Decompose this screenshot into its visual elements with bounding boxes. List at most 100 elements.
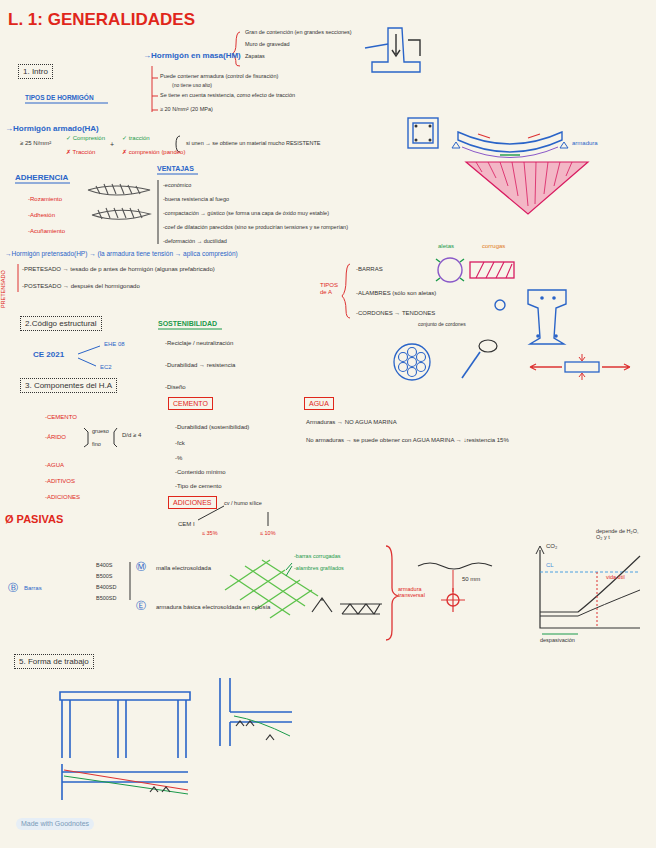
section-box: ADICIONES bbox=[168, 496, 217, 509]
note-text: + bbox=[110, 141, 114, 149]
note-text: No armaduras → se puede obtener con AGUA… bbox=[306, 437, 509, 444]
box-text: AGUA bbox=[309, 400, 329, 407]
note-text: -ADICIONES bbox=[45, 494, 80, 501]
note-text: -CORDONES → TENDONES bbox=[356, 310, 435, 317]
note-text: EC2 bbox=[100, 364, 112, 371]
note-text: Zapatas bbox=[245, 53, 265, 59]
note-text: armadura transversal bbox=[398, 586, 446, 599]
note-text: -ÁRIDO bbox=[45, 434, 66, 441]
note-text: B400SD bbox=[96, 584, 117, 590]
note-text: armadura bbox=[572, 140, 598, 147]
note-text: CE 2021 bbox=[33, 350, 64, 359]
note-text: -BARRAS bbox=[356, 266, 383, 273]
box-text: 5. Forma de trabajo bbox=[19, 657, 89, 666]
note-text: CL bbox=[546, 562, 554, 569]
note-text: EHE 08 bbox=[104, 341, 125, 348]
section-box: 3. Componentes del H.A bbox=[20, 378, 117, 393]
note-text: -económico bbox=[163, 182, 191, 188]
note-text: Se tiene en cuenta resistencia, como efe… bbox=[160, 92, 295, 98]
note-text: Made with Goodnotes bbox=[16, 818, 94, 830]
note-text: -Acuñamiento bbox=[28, 228, 65, 235]
note-text: Muro de gravedad bbox=[245, 41, 290, 47]
note-text: -ALAMBRES (sólo son aletas) bbox=[356, 290, 436, 297]
note-text: cv / humo sílice bbox=[224, 500, 262, 506]
note-text: →Hormigón pretensado(HP) → (la armadura … bbox=[5, 250, 238, 257]
box-text: 3. Componentes del H.A bbox=[25, 381, 112, 390]
note-text: ✓ tracción bbox=[122, 135, 150, 142]
section-box: AGUA bbox=[304, 397, 334, 410]
note-text: conjunto de cordones bbox=[418, 322, 466, 328]
box-text: 2.Código estructural bbox=[25, 319, 97, 328]
note-text: -compactación → gústico (se forma una ca… bbox=[163, 210, 329, 216]
note-text: (no tiene uso alto) bbox=[172, 83, 212, 89]
note-text: -POSTESADO → después del hormigonado bbox=[22, 283, 140, 290]
note-text: →Hormigón armado(HA) bbox=[5, 124, 99, 133]
note-text: -deformación → ductilidad bbox=[163, 238, 227, 244]
note-text: ≤ 10% bbox=[260, 530, 276, 536]
note-text: -CEMENTO bbox=[45, 414, 77, 421]
note-text: malla electrosoldada bbox=[156, 565, 211, 572]
section-box: 2.Código estructural bbox=[20, 316, 102, 331]
note-text: TIPOS DE HORMIGÓN bbox=[25, 94, 94, 101]
note-text: Puede contener armadura (control de fisu… bbox=[160, 73, 278, 79]
section-box: 1. Intro bbox=[18, 64, 53, 79]
note-text: corrugas bbox=[482, 243, 505, 250]
note-text: PRETENSADO bbox=[0, 270, 6, 308]
note-text: ✓ Compresión bbox=[66, 135, 105, 142]
note-text: si unen → se obtiene un material mucho R… bbox=[186, 140, 321, 146]
note-text: armadura básica electrosoldada en celosí… bbox=[156, 604, 270, 611]
note-text: CO₂ bbox=[546, 543, 557, 550]
note-text: →Hormigón en masa(HM) bbox=[143, 51, 241, 60]
note-text: CEM I bbox=[178, 521, 195, 528]
note-text: fino bbox=[92, 441, 101, 447]
note-text: Barras bbox=[24, 585, 42, 592]
box-text: CEMENTO bbox=[173, 400, 208, 407]
note-text: -Rozamiento bbox=[28, 196, 62, 203]
note-text: ≥ 20 N/mm² (20 MPa) bbox=[160, 106, 213, 112]
note-text: B500SD bbox=[96, 595, 117, 601]
note-text: grueso bbox=[92, 428, 109, 434]
note-text: B400S bbox=[96, 562, 113, 568]
note-text: Ⓑ bbox=[8, 582, 18, 594]
note-text: despasivación bbox=[540, 637, 575, 643]
note-text: -coef de dilatación parecidos (sino se p… bbox=[163, 224, 348, 230]
note-text: -% bbox=[175, 455, 182, 462]
note-text: -Durabilidad → resistencia bbox=[165, 362, 235, 369]
note-text: vida útil bbox=[606, 574, 634, 580]
note-text: -barras corrugadas bbox=[294, 553, 340, 559]
note-text: SOSTENIBILIDAD bbox=[158, 320, 217, 328]
section-box: CEMENTO bbox=[168, 397, 213, 410]
note-text: ✗ compresión (pandeo) bbox=[122, 149, 185, 156]
note-text: -ADITIVOS bbox=[45, 478, 75, 485]
note-text: -Adhesión bbox=[28, 212, 55, 219]
note-text: -Tipo de cemento bbox=[175, 483, 221, 490]
note-text: -buena resistencia al fuego bbox=[163, 196, 229, 202]
note-text: -AGUA bbox=[45, 462, 64, 469]
page-title: L. 1: GENERALIDADES bbox=[8, 10, 195, 30]
note-text: Ø PASIVAS bbox=[5, 513, 63, 526]
note-text: -Diseño bbox=[165, 384, 186, 391]
note-text: Armaduras → NO AGUA MARINA bbox=[306, 419, 397, 426]
note-text: ADHERENCIA bbox=[15, 173, 68, 182]
note-text: -Contenido mínimo bbox=[175, 469, 226, 476]
note-text: TIPOS de A bbox=[320, 282, 346, 296]
note-text: -PRETESADO → tesado de p antes de hormig… bbox=[22, 266, 215, 273]
note-text: ≥ 25 N/mm² bbox=[20, 140, 51, 147]
note-text: aletas bbox=[438, 243, 454, 250]
note-text: 50 mm bbox=[462, 576, 480, 583]
note-text: -fck bbox=[175, 440, 185, 447]
note-text: -alambres grafilados bbox=[294, 565, 344, 571]
note-text: ✗ Tracción bbox=[66, 149, 95, 156]
note-text: B500S bbox=[96, 573, 113, 579]
note-text: depende de H₂O, O₂ y t bbox=[596, 528, 646, 541]
note-text: -Reciclaje / neutralización bbox=[165, 340, 233, 347]
section-box: 5. Forma de trabajo bbox=[14, 654, 94, 669]
note-text: ≤ 35% bbox=[202, 530, 218, 536]
note-text: Ⓜ bbox=[136, 561, 146, 573]
note-text: -Durabilidad (sostenibilidad) bbox=[175, 424, 249, 431]
note-text: Ⓔ bbox=[136, 600, 146, 612]
box-text: ADICIONES bbox=[173, 499, 212, 506]
note-text: D/d ≥ 4 bbox=[122, 432, 141, 439]
box-text: 1. Intro bbox=[23, 67, 48, 76]
note-text: VENTAJAS bbox=[157, 165, 194, 173]
